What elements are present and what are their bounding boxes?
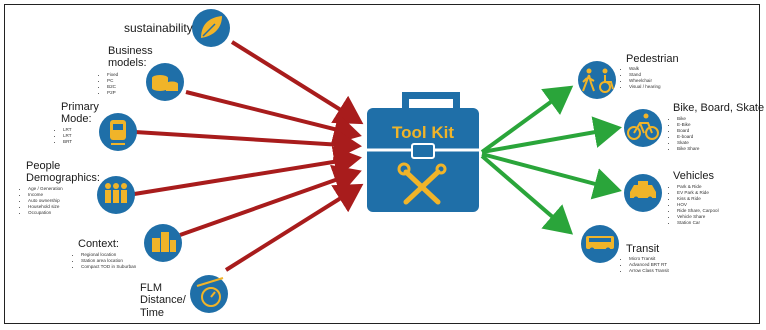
list-item: Occupation [28,210,63,216]
list-item: Visual / hearing [629,84,661,90]
list-item: Age / Generation [28,186,63,192]
label-primary-mode: Primary Mode: [61,101,99,126]
list-item: Fixed [107,72,118,78]
input-arrows [127,40,364,272]
list-item: BRT [63,139,72,145]
list-item: Ride Share, Carpool [677,208,719,214]
list-item: Bike [677,116,699,122]
transit-list: Micro Transit Advanced BRT RT Arrow Clas… [623,256,669,274]
label-sustainability: sustainability [124,21,193,35]
coins-icon [146,63,184,101]
train-icon [99,113,137,151]
arrow-sustainability [230,40,364,125]
list-item: Regional location [81,252,136,258]
list-item: E-Bike [677,122,699,128]
wrench-screwdriver-icon [397,162,447,205]
label-context: Context: [78,238,119,250]
taxi-icon [624,174,662,212]
label-pedestrian: Pedestrian [626,53,679,65]
list-item: Arrow Class Transit [629,268,669,274]
list-item: Auto ownership [28,198,63,204]
leaf-icon [192,9,230,47]
label-flm-distance-time: FLM Distance/ Time [140,282,186,319]
list-item: Bike Share [677,146,699,152]
list-item: HOV [677,202,719,208]
list-item: E-board [677,134,699,140]
arrow-bike-board-skate [481,116,622,154]
bike-board-skate-list: Bike E-Bike Board E-board Skate Bike Sha… [671,116,699,152]
output-arrows [480,85,622,235]
arrow-business-models [185,90,362,145]
people-demographics-list: Age / Generation Income Auto ownership H… [22,186,63,216]
list-item: Station Car [677,220,719,226]
pedestrian-list: Walk Stand Wheelchair Visual / hearing [623,66,661,90]
list-item: Kiss & Ride [677,196,719,202]
input-icons [97,9,230,313]
list-item: Vehicle Share [677,214,719,220]
arrow-people-demographics [127,146,362,197]
arrow-transit [480,154,574,235]
list-item: Skate [677,140,699,146]
walk-wheelchair-icon [578,61,616,99]
output-icons [578,61,662,263]
bus-icon [581,225,619,263]
arrow-flm-distance [224,183,364,272]
arrow-context [179,164,362,237]
list-item: B2C [107,84,118,90]
list-item: Wheelchair [629,78,661,84]
people-icon [97,176,135,214]
list-item: Board [677,128,699,134]
list-item: Advanced BRT RT [629,262,669,268]
list-item: LRT [63,133,72,139]
vehicles-list: Park & Ride EV Park & Ride Kiss & Ride H… [671,184,719,226]
toolkit-title: Tool Kit [392,123,454,142]
list-item: Micro Transit [629,256,669,262]
list-item: LRT [63,127,72,133]
list-item: Compact TOD in Suburban [81,264,136,270]
list-item: Walk [629,66,661,72]
primary-mode-list: LRT LRT BRT [57,127,72,145]
list-item: Park & Ride [677,184,719,190]
label-vehicles: Vehicles [673,170,714,182]
list-item: Station area location [81,258,136,264]
arrow-primary-mode [134,128,362,161]
label-bike-board-skate: Bike, Board, Skate [673,102,765,114]
list-item: P2P [107,90,118,96]
list-item: EV Park & Ride [677,190,719,196]
label-business-models: Business models: [108,45,153,70]
label-people-demographics: People Demographics: [26,160,100,185]
label-transit: Transit [626,243,660,255]
bike-icon [624,109,662,147]
list-item: Income [28,192,63,198]
arrow-vehicles [481,152,622,200]
list-item: Household size [28,204,63,210]
toolkit-briefcase: Tool Kit [367,92,479,212]
buildings-icon [144,224,182,262]
business-models-list: Fixed PC B2C P2P [101,72,118,96]
arrow-pedestrian [480,85,574,154]
list-item: Stand [629,72,661,78]
list-item: PC [107,78,118,84]
stopwatch-icon [190,275,228,313]
context-list: Regional location Station area location … [75,252,136,270]
